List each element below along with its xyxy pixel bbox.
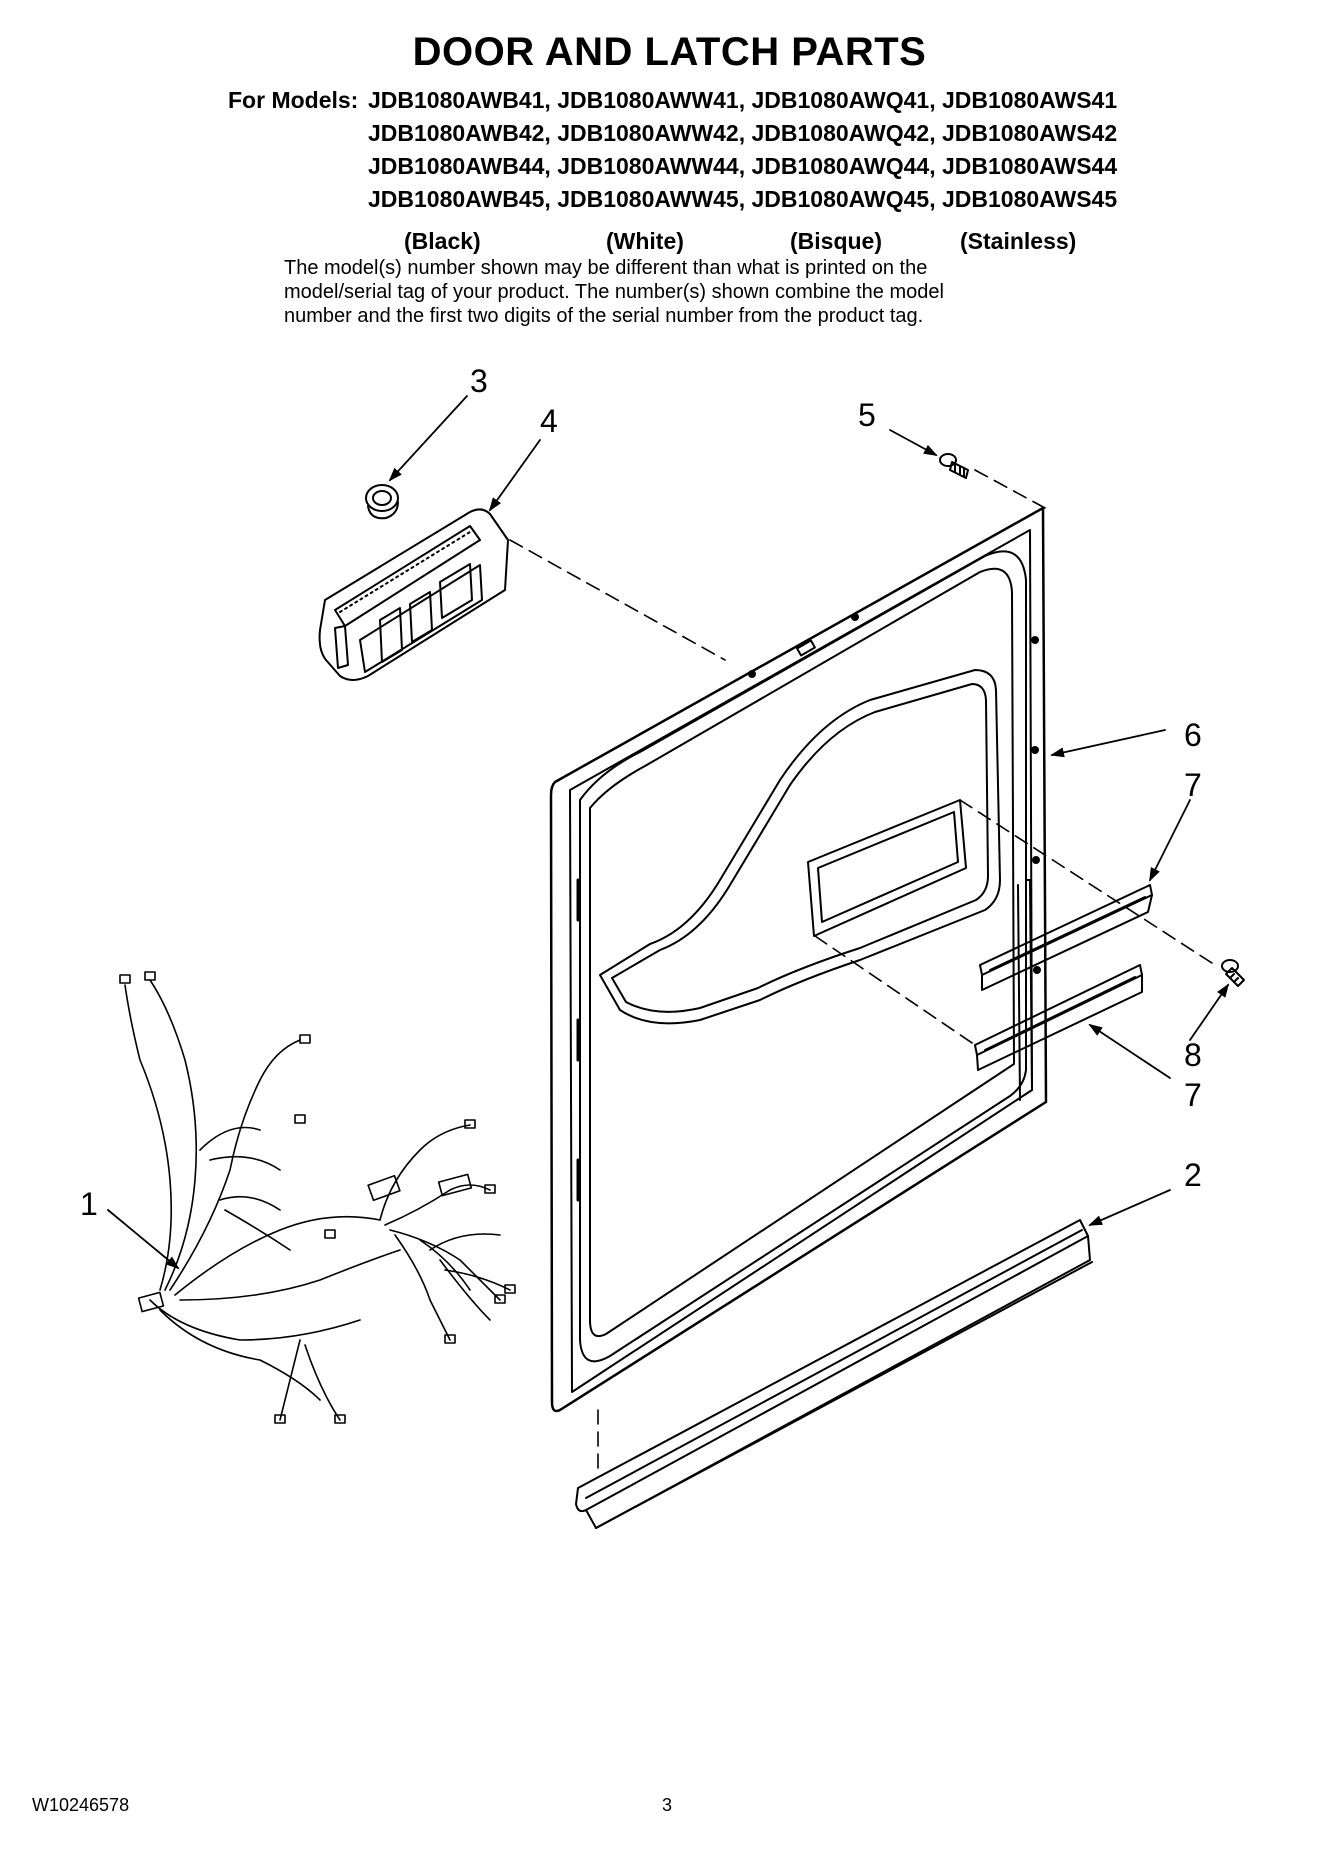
callout-6: 6	[1184, 717, 1202, 753]
disclaimer-line: The model(s) number shown may be differe…	[284, 257, 928, 279]
screw-part-5	[939, 453, 969, 479]
screw-part-8	[1221, 959, 1245, 987]
callout-2: 2	[1184, 1157, 1202, 1193]
callout-3: 3	[470, 363, 488, 399]
model-row: JDB1080AWB44, JDB1080AWW44, JDB1080AWQ44…	[228, 150, 1117, 183]
model-numbers: JDB1080AWB42, JDB1080AWW42, JDB1080AWQ42…	[368, 120, 1118, 146]
model-numbers: JDB1080AWB44, JDB1080AWW44, JDB1080AWQ44…	[368, 153, 1118, 179]
callout-7-upper: 7	[1184, 767, 1202, 803]
document-number: W10246578	[32, 1795, 130, 1815]
callout-5: 5	[858, 397, 876, 433]
callout-labels: 3 4 5 6 7 8 7 2 1	[80, 363, 1202, 1222]
model-row: JDB1080AWB45, JDB1080AWW45, JDB1080AWQ45…	[228, 183, 1117, 216]
callout-4: 4	[540, 403, 558, 439]
callout-1: 1	[80, 1186, 98, 1222]
latch-bracket-upper	[979, 884, 1153, 991]
models-prefix: For Models:	[228, 87, 359, 113]
control-module	[318, 508, 509, 681]
color-label-white: (White)	[606, 228, 684, 254]
wire-harness-part	[119, 971, 516, 1424]
assembly-lines	[509, 469, 1216, 1476]
callout-7-lower: 7	[1184, 1077, 1202, 1113]
color-label-bisque: (Bisque)	[790, 228, 882, 254]
model-numbers: JDB1080AWB41, JDB1080AWW41, JDB1080AWQ41…	[368, 87, 1118, 113]
callout-8: 8	[1184, 1037, 1202, 1073]
page-title: DOOR AND LATCH PARTS	[412, 30, 927, 74]
model-list: For Models: JDB1080AWB41, JDB1080AWW41, J…	[228, 84, 1117, 216]
disclaimer-line: number and the first two digits of the s…	[284, 305, 924, 327]
model-row: For Models: JDB1080AWB41, JDB1080AWW41, J…	[228, 84, 1117, 117]
door-inner-panel	[549, 506, 1048, 1413]
bottom-trim-part	[575, 1219, 1093, 1529]
page-number: 3	[662, 1795, 673, 1815]
callout-leaders	[107, 395, 1230, 1270]
disclaimer-line: model/serial tag of your product. The nu…	[284, 281, 944, 303]
model-numbers: JDB1080AWB45, JDB1080AWW45, JDB1080AWQ45…	[368, 186, 1118, 212]
latch-bracket-lower	[974, 964, 1143, 1071]
color-label-black: (Black)	[404, 228, 481, 254]
grommet-part	[365, 484, 399, 520]
disclaimer: The model(s) number shown may be differe…	[284, 256, 1184, 328]
model-row: JDB1080AWB42, JDB1080AWW42, JDB1080AWQ42…	[228, 117, 1117, 150]
color-label-stainless: (Stainless)	[960, 228, 1077, 254]
